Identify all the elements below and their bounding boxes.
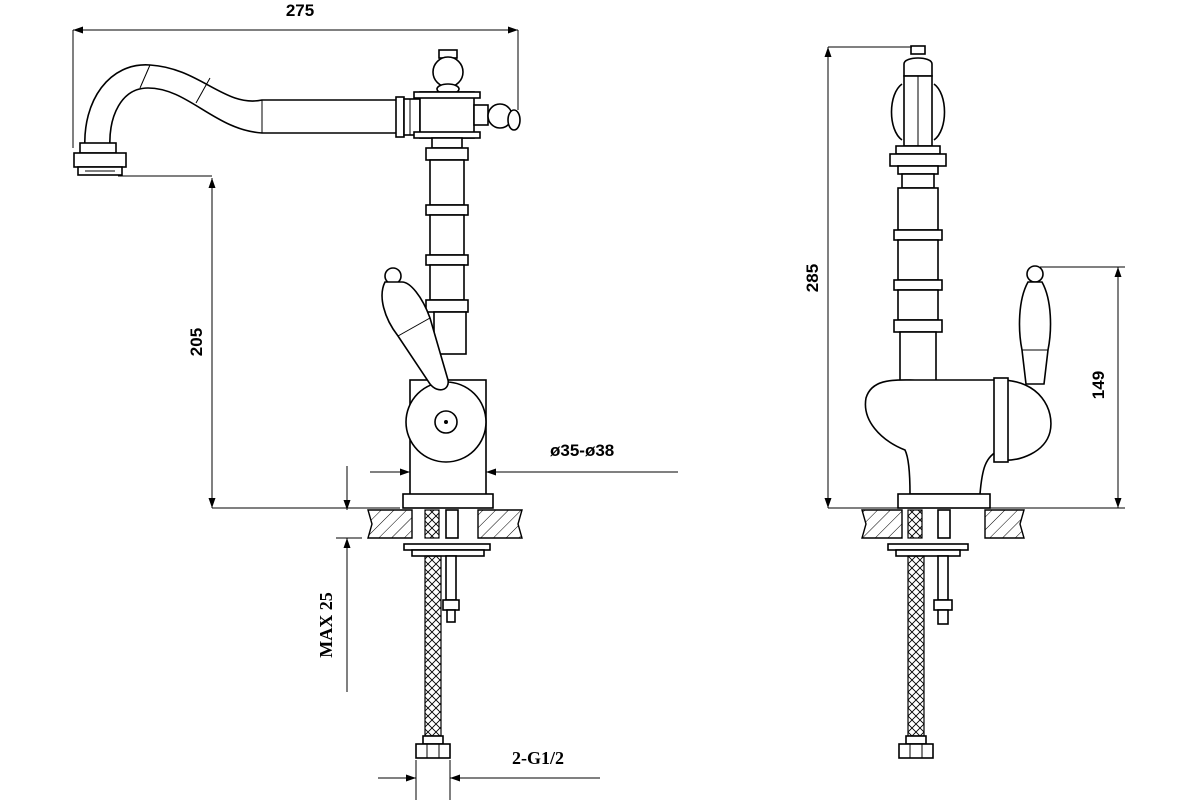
dim-label-149: 149 — [1089, 371, 1108, 399]
spout — [73, 64, 421, 176]
dim-label-285: 285 — [803, 264, 822, 292]
dim-label-max25: MAX 25 — [316, 592, 336, 658]
dim-label-diameter: ø35-ø38 — [550, 441, 614, 460]
mounting-hardware-left — [403, 509, 491, 759]
countertop-left — [367, 509, 523, 539]
front-head — [889, 45, 947, 175]
front-body — [864, 265, 1052, 509]
dim-label-205: 205 — [187, 328, 206, 356]
mounting-hardware-right — [887, 509, 969, 759]
countertop-right — [861, 509, 1025, 539]
dim-connection: 2-G1/2 — [378, 748, 600, 800]
dim-label-connection: 2-G1/2 — [512, 748, 564, 768]
dim-total-height: 285 — [803, 46, 912, 509]
dim-spout-reach: 275 — [72, 1, 519, 148]
body-column — [381, 49, 521, 509]
front-column — [893, 173, 943, 383]
dim-lever-height: 149 — [990, 266, 1125, 509]
side-view: 275 205 ø35-ø38 MAX 25 — [72, 1, 678, 800]
dim-label-275: 275 — [286, 1, 314, 20]
dim-spout-height: 205 — [118, 175, 400, 509]
front-view: 285 149 — [803, 45, 1125, 759]
dim-max-thickness: MAX 25 — [316, 466, 362, 692]
dim-base-diameter: ø35-ø38 — [370, 441, 678, 478]
